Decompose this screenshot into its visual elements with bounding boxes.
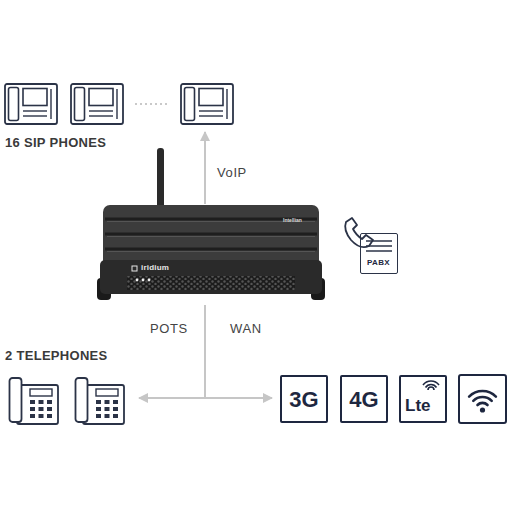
node-text: 16 SIP PHONES bbox=[5, 135, 106, 150]
network-box: 3G bbox=[280, 375, 328, 423]
node-text: 2 TELEPHONES bbox=[5, 348, 108, 363]
connector-label: POTS bbox=[150, 321, 188, 337]
wifi-arcs bbox=[469, 391, 496, 405]
device-rib bbox=[105, 233, 317, 236]
connector-label: WAN bbox=[230, 321, 262, 337]
document-line bbox=[366, 245, 392, 247]
node-text: 3G bbox=[282, 387, 326, 412]
telephone-icon bbox=[10, 378, 59, 424]
signal-arcs bbox=[423, 381, 439, 390]
device-logo-mark bbox=[132, 266, 137, 271]
antenna bbox=[157, 148, 164, 212]
terminal-device: iridium Intellian bbox=[97, 200, 325, 305]
network-box: Lte bbox=[399, 375, 447, 423]
wifi-dot bbox=[480, 407, 485, 412]
phone-group: 16 SIP PHONES bbox=[0, 80, 240, 128]
device-led bbox=[142, 279, 145, 282]
connector-label: VoIP bbox=[217, 165, 247, 181]
node-text: 4G bbox=[342, 387, 386, 412]
node-text: Intellian bbox=[283, 217, 302, 223]
connector-arrow bbox=[205, 305, 272, 398]
device-led bbox=[136, 279, 139, 282]
telephone-group: 2 TELEPHONES bbox=[0, 345, 130, 427]
telephone-icon bbox=[76, 378, 125, 424]
node-text: iridium bbox=[141, 263, 169, 272]
device-rib-highlight bbox=[107, 236, 315, 237]
device-grill bbox=[127, 276, 295, 290]
device-rib bbox=[105, 248, 317, 251]
connector-arrow bbox=[139, 305, 205, 398]
connector-arrow bbox=[204, 132, 206, 204]
sip-phone-icon bbox=[71, 84, 123, 124]
device-rib-highlight bbox=[107, 251, 315, 252]
node-text: PABX bbox=[361, 258, 396, 267]
sip-phone-icon bbox=[181, 84, 233, 124]
node-text: Lte bbox=[405, 396, 431, 416]
device-top bbox=[103, 205, 319, 267]
document-line bbox=[366, 240, 392, 242]
device-illustration bbox=[97, 200, 325, 305]
network-box: 4G bbox=[340, 375, 388, 423]
ellipsis-dots bbox=[135, 103, 168, 105]
sip-phone-icon bbox=[5, 84, 57, 124]
pabx-document: PABX bbox=[360, 233, 398, 274]
device-front bbox=[100, 260, 322, 294]
document-line bbox=[366, 250, 392, 252]
wifi-box bbox=[459, 375, 506, 423]
device-led bbox=[148, 279, 151, 282]
